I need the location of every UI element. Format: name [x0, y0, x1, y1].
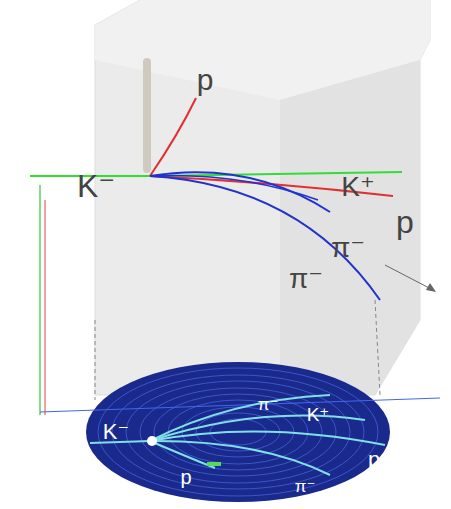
direction-arrow: [426, 283, 436, 292]
particle-label: K⁻: [103, 421, 129, 443]
vertex-dot: [147, 436, 157, 446]
particle-label: K⁺: [307, 405, 330, 424]
tracker-disc: [86, 362, 390, 502]
axis-line: [39, 185, 40, 415]
projection-line: [95, 320, 96, 400]
pion-track: [150, 176, 318, 201]
target-rod: [143, 58, 151, 173]
particle-label: π⁻: [258, 396, 279, 413]
detector-volume: [95, 0, 430, 395]
disc-tracks: [90, 395, 385, 475]
axis-line: [45, 200, 46, 415]
particle-label: p: [197, 65, 214, 95]
hit-mark: [207, 462, 221, 466]
particle-label: π⁻: [331, 234, 365, 262]
direction-arrow: [385, 265, 433, 290]
particle-label: K⁺: [341, 173, 374, 201]
particle-label: π⁻: [295, 478, 316, 495]
particle-label: p: [180, 467, 191, 487]
particle-label: p: [396, 206, 414, 238]
detector-face: [280, 60, 420, 395]
proton-track: [150, 98, 196, 176]
projection-line: [375, 300, 380, 395]
axis-line: [40, 398, 440, 412]
particle-label: p: [368, 449, 380, 471]
particle-label: K⁻: [77, 170, 115, 202]
particle-label: π⁻: [289, 265, 323, 293]
